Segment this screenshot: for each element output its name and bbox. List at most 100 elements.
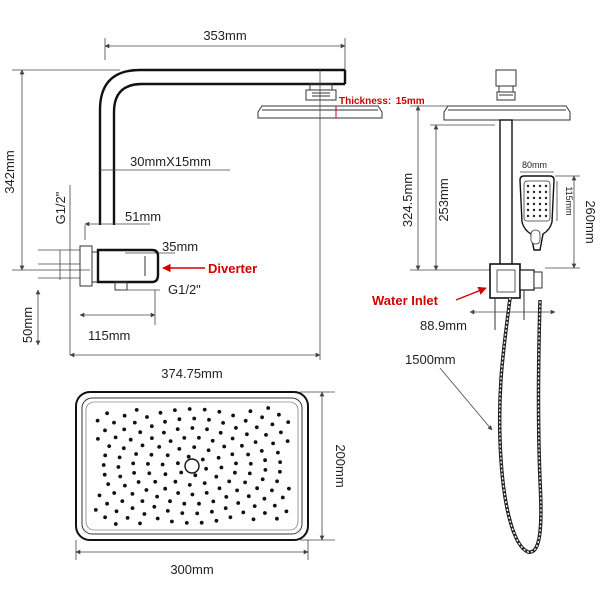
nozzle-dot [222,444,227,449]
arm-height-label: 342mm [2,150,17,193]
nozzle-dot [155,516,160,521]
nozzle-dot [142,512,147,516]
nozzle-dot [236,501,241,505]
nozzle-dot [204,466,209,471]
nozzle-dot [176,461,180,466]
nozzle-dot [122,413,127,418]
nozzle-dot [270,422,275,427]
nozzle-dot [163,486,168,491]
nozzle-dot [138,430,143,435]
nozzle-dot [202,407,207,412]
nozzle-dot [150,436,154,440]
nozzle-dot [246,494,251,499]
handset-nozzle-dot [526,184,530,188]
handset-nozzle-dot [532,202,536,206]
nozzle-dot [204,491,209,495]
nozzle-dot [173,479,178,484]
handset-nozzle-dot [544,208,548,212]
nozzle-dot [103,453,108,458]
nozzle-dot [103,428,107,433]
wall-offset-label: 51mm [125,209,161,224]
nozzle-dot [270,488,274,493]
thread-top-label: G1/2" [53,191,68,224]
nozzle-dot [276,450,280,455]
nozzle-dot [128,437,133,442]
center-nozzle [184,458,200,474]
nozzle-dot [184,521,189,525]
nozzle-dot [121,446,126,451]
nozzle-grid [93,406,291,526]
nozzle-dot [248,461,253,466]
nozzle-dot [240,443,244,448]
nozzle-dot [233,470,237,475]
nozzle-dot [259,449,264,453]
head-front-view: 200mm 300mm [75,391,348,577]
handset-nozzle-dot [526,202,530,206]
nozzle-dot [158,410,163,415]
nozzle-dot [125,516,130,520]
nozzle-dot [217,409,222,414]
nozzle-dot [193,473,198,478]
total-width-label: 374.75mm [161,366,222,381]
nozzle-dot [105,411,109,416]
nozzle-dot [187,407,192,411]
nozzle-dot [101,463,106,467]
nozzle-dot [279,430,283,435]
nozzle-dot [122,427,127,432]
nozzle-dot [136,480,141,484]
nozzle-dot [114,509,119,514]
nozzle-dot [192,445,197,449]
nozzle-dot [278,460,282,464]
nozzle-dot [176,491,181,495]
nozzle-dot [182,501,187,506]
nozzle-dot [112,491,117,495]
nozzle-dot [165,453,170,458]
handset-nozzle-dot [544,196,548,200]
nozzle-dot [149,424,154,429]
handset-nozzle-dot [532,208,536,212]
nozzle-dot [107,444,112,448]
nozzle-dot [285,439,290,443]
nozzle-dot [96,437,100,441]
nozzle-dot [117,455,122,460]
nozzle-dot [120,499,125,503]
nozzle-dot [144,488,149,492]
nozzle-dot [95,418,100,423]
nozzle-dot [102,472,107,477]
nozzle-dot [163,472,168,477]
handset-nozzle-dot [526,214,530,218]
nozzle-dot [149,452,154,457]
hose-length-label: 1500mm [405,352,456,367]
nozzle-dot [278,469,282,474]
handset-nozzle-dot [532,190,536,194]
nozzle-dot [221,421,226,425]
diverter-callout: Diverter [208,261,257,276]
handset-nozzles [526,184,548,218]
nozzle-dot [93,508,98,512]
nozzle-dot [170,519,174,524]
nozzle-dot [251,517,256,522]
base-height-label: 50mm [20,307,35,343]
nozzle-dot [210,509,214,514]
nozzle-dot [113,435,118,440]
shower-arm-inner [112,82,345,225]
nozzle-dot [263,458,267,463]
nozzle-dot [138,521,142,526]
nozzle-dot [134,452,139,456]
nozzle-dot [210,438,215,443]
diverter-depth-label: 35mm [162,239,198,254]
rail-front-view: 324.5mm 253mm 80mm 115mm 260mm Water Inl… [372,69,598,554]
nozzle-dot [145,415,149,419]
handset-nozzle-dot [538,208,542,212]
handset-nozzle-dot [544,214,548,218]
handset-nozzle-dot [538,214,542,218]
nozzle-dot [263,468,268,472]
handset-nozzle-dot [532,196,536,200]
nozzle-dot [262,496,267,501]
diverter-body [96,248,160,284]
nozzle-dot [214,474,219,479]
handset-nozzle-dot [538,190,542,194]
nozzle-dot [140,499,145,503]
handset-nozzle-dot [544,202,548,206]
shower-arm-outer [98,68,345,225]
